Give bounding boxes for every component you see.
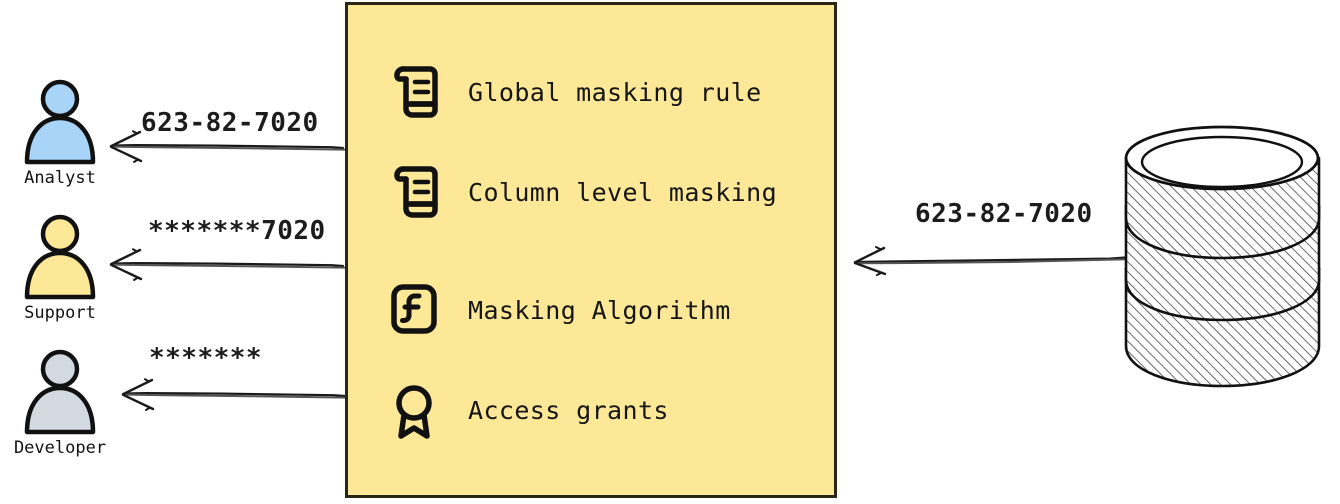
arrow-label-developer: ******* (149, 343, 263, 373)
arrow-label-support: *******7020 (148, 216, 326, 246)
arrow-label-source: 623-82-7020 (915, 199, 1093, 229)
person-icon (15, 78, 105, 170)
actor-label: Developer (13, 438, 107, 458)
actor-developer: Developer (0, 348, 120, 458)
policy-item-label: Masking Algorithm (468, 295, 731, 325)
policy-item-masking-algorithm[interactable]: Masking Algorithm (386, 281, 731, 339)
arrow-label-analyst: 623-82-7020 (141, 108, 319, 138)
person-icon (15, 213, 105, 305)
actor-label: Analyst (24, 168, 96, 188)
arrow-policy-to-analyst (109, 130, 346, 163)
policy-item-column-level-masking[interactable]: Column level masking (386, 163, 777, 221)
actor-analyst: Analyst (0, 78, 120, 188)
policy-item-label: Global masking rule (468, 77, 762, 107)
policy-item-access-grants[interactable]: Access grants (386, 381, 669, 439)
person-icon (15, 348, 105, 440)
actor-support: Support (0, 213, 120, 323)
actor-label: Support (24, 303, 96, 323)
scroll-icon (386, 163, 442, 221)
policy-item-global-masking-rule[interactable]: Global masking rule (386, 63, 762, 121)
arrow-database-to-policy (853, 246, 1129, 276)
policy-item-label: Column level masking (468, 177, 778, 207)
policy-panel: Global masking rule Column level masking (345, 2, 837, 498)
arrow-policy-to-developer (121, 378, 348, 411)
database-cylinder-icon (1112, 118, 1334, 398)
arrow-policy-to-support (109, 248, 346, 281)
award-ribbon-icon (386, 381, 442, 439)
scroll-icon (386, 63, 442, 121)
function-box-icon (386, 281, 442, 339)
policy-item-label: Access grants (468, 395, 669, 425)
